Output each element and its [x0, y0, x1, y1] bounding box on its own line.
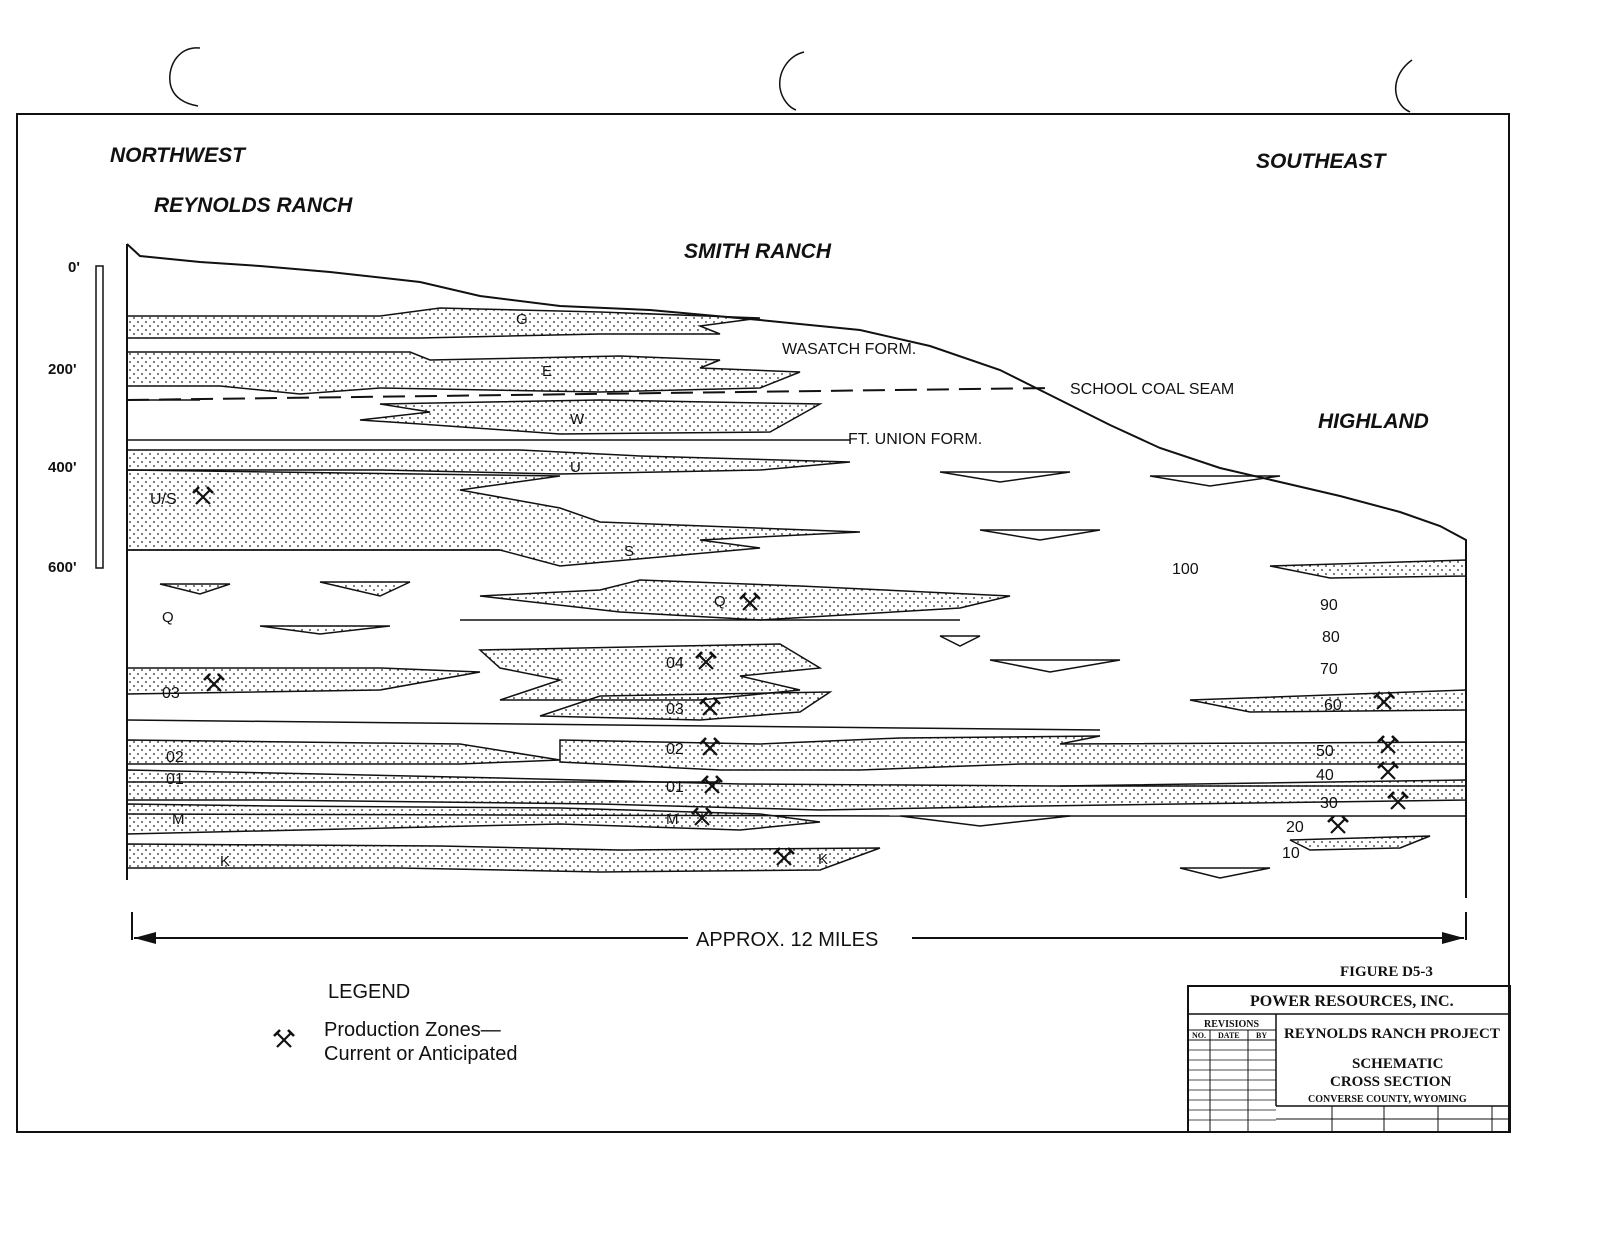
sand-o3-left	[126, 667, 481, 695]
highland-70: 70	[1320, 661, 1338, 678]
highland-30: 30	[1320, 795, 1338, 812]
title-block-title-1: SCHEMATIC	[1352, 1056, 1443, 1072]
label-wasatch: WASATCH FORM.	[782, 341, 916, 358]
pick-hammer-icon	[272, 1028, 296, 1049]
depth-200: 200'	[48, 361, 77, 378]
legend-title: LEGEND	[328, 981, 410, 1003]
zone-o3-mid: 03	[666, 701, 684, 718]
legend: LEGEND Production Zones— Current or Anti…	[272, 981, 517, 1065]
title-block-rev-date: DATE	[1218, 1031, 1240, 1040]
sand-o2-50	[559, 735, 1467, 771]
title-block-revisions: REVISIONS	[1204, 1019, 1259, 1030]
zone-q-mid: Q	[714, 593, 726, 610]
sand-lens	[319, 581, 411, 597]
highland-20: 20	[1286, 819, 1304, 836]
highland-90: 90	[1320, 597, 1338, 614]
label-school-coal: SCHOOL COAL SEAM	[1070, 381, 1234, 398]
sand-o3-mid	[539, 691, 833, 721]
heading-northwest: NORTHWEST	[110, 144, 247, 167]
zone-q-left: Q	[162, 609, 174, 626]
zone-o2-left: 02	[166, 749, 184, 766]
sand-u	[126, 449, 851, 475]
heading-southeast: SOUTHEAST	[1256, 150, 1388, 173]
title-block-county: CONVERSE COUNTY, WYOMING	[1308, 1094, 1467, 1105]
title-block-rev-no: NO.	[1192, 1031, 1206, 1040]
zone-m-left: M	[172, 811, 185, 828]
sand-o2-left	[126, 739, 561, 765]
title-block-project: REYNOLDS RANCH PROJECT	[1284, 1026, 1500, 1042]
sand-us-s	[126, 469, 861, 567]
zone-k-left: K	[220, 853, 230, 870]
highland-50: 50	[1316, 743, 1334, 760]
sand-q	[479, 579, 1011, 621]
zone-g: G	[516, 311, 528, 328]
ground-surface-profile	[126, 243, 1467, 898]
heading-highland: HIGHLAND	[1318, 410, 1429, 433]
sand-60	[1189, 689, 1467, 713]
zone-o1-mid: 01	[666, 779, 684, 796]
highland-100: 100	[1172, 561, 1199, 578]
highland-60: 60	[1324, 697, 1342, 714]
sand-100	[1269, 559, 1467, 579]
title-block-rev-by: BY	[1256, 1031, 1267, 1040]
zone-s: S	[624, 543, 634, 560]
highland-sand-labels: 100 90 80 70 60 50 40 30 20 10	[1172, 561, 1342, 862]
highland-80: 80	[1322, 629, 1340, 646]
zone-e: E	[542, 363, 552, 380]
heading-smith-ranch: SMITH RANCH	[684, 240, 832, 263]
depth-600: 600'	[48, 559, 77, 576]
drawing-border	[16, 113, 1510, 1133]
distance-label: APPROX. 12 MILES	[696, 929, 878, 951]
depth-0: 0'	[68, 259, 80, 276]
zone-k-mid: K	[818, 851, 828, 868]
zone-o4: 04	[666, 655, 684, 672]
title-block-company: POWER RESOURCES, INC.	[1250, 993, 1454, 1010]
sand-o1-40-30	[126, 769, 1467, 811]
zone-o3-left: 03	[162, 685, 180, 702]
distance-dimension: APPROX. 12 MILES	[131, 912, 1467, 951]
scan-mark	[1394, 59, 1413, 113]
sand-20	[1289, 835, 1431, 851]
zone-us: U/S	[150, 491, 177, 508]
sand-units	[126, 307, 1467, 873]
legend-line-2: Current or Anticipated	[324, 1043, 517, 1065]
scan-mark	[779, 51, 805, 111]
label-ft-union: FT. UNION FORM.	[848, 431, 982, 448]
zone-w: W	[570, 411, 585, 428]
sand-lens	[259, 625, 391, 635]
sand-zone-labels: G E W U U/S S Q Q 04 03 03 02 02 01 01 M…	[150, 311, 828, 870]
scan-mark	[169, 47, 201, 107]
sand-e	[126, 351, 801, 395]
sand-g	[126, 307, 761, 339]
zone-u: U	[570, 459, 581, 476]
title-block	[1187, 985, 1511, 1133]
zone-o2-mid: 02	[666, 741, 684, 758]
title-block-title-2: CROSS SECTION	[1330, 1074, 1451, 1090]
zone-o1-left: 01	[166, 771, 184, 788]
pick-hammer-icon	[1326, 814, 1350, 835]
legend-line-1: Production Zones—	[324, 1019, 501, 1041]
highland-40: 40	[1316, 767, 1334, 784]
sand-k	[126, 843, 881, 873]
depth-400: 400'	[48, 459, 77, 476]
depth-scale-bar	[95, 265, 104, 569]
figure-number: FIGURE D5-3	[1340, 964, 1433, 980]
sand-o4	[478, 643, 823, 701]
shale-lenses	[899, 471, 1281, 879]
highland-10: 10	[1282, 845, 1300, 862]
sand-lens	[159, 583, 231, 595]
sand-w	[359, 399, 823, 435]
heading-reynolds-ranch: REYNOLDS RANCH	[154, 194, 353, 217]
zone-m-mid: M	[666, 811, 679, 828]
sand-m	[126, 803, 821, 835]
school-coal-seam-line	[126, 387, 1051, 401]
